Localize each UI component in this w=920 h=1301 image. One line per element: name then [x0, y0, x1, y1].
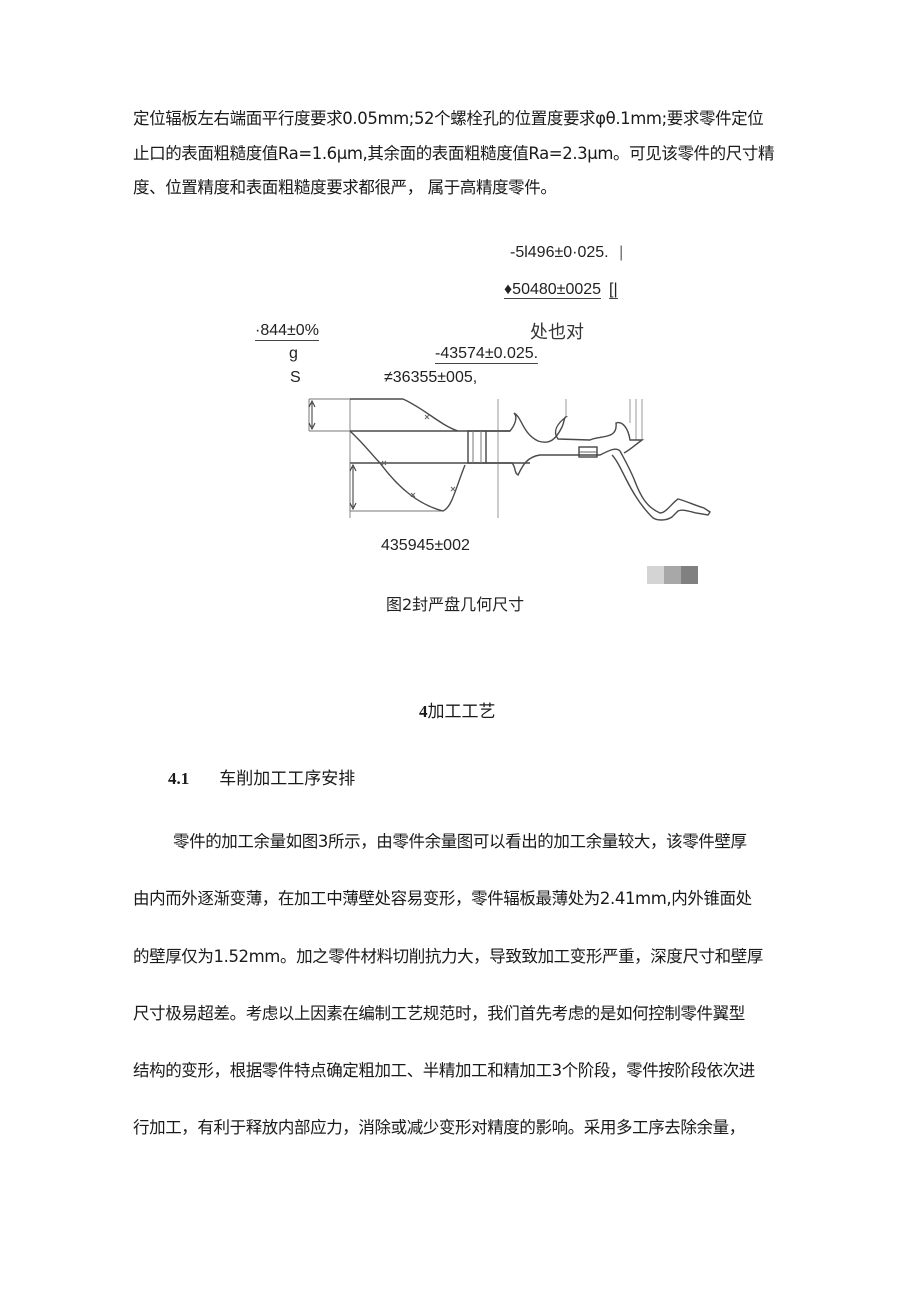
- section-title: 加工工艺: [427, 702, 496, 722]
- section-heading: 4加工工艺: [419, 697, 496, 722]
- text-line: 由内而外逐渐变薄，在加工中薄壁处容易变形，零件辐板最薄处为2.41mm,内外锥面…: [133, 889, 752, 908]
- dimension-label: ≠36355±005,: [384, 369, 478, 386]
- figure-annotation: S: [290, 369, 301, 386]
- text-line: 度、位置精度和表面粗糙度要求都很严， 属于高精度零件。: [133, 178, 557, 197]
- text-line: 定位辐板左右端面平行度要求0.05mm;52个螺栓孔的位置度要求φθ.1mm;要…: [133, 109, 764, 128]
- dimension-label: 435945±002: [381, 537, 470, 554]
- dimension-label: -43574±0.025.: [435, 345, 539, 364]
- text-line: 零件的加工余量如图3所示，由零件余量图可以看出的加工余量较大，该零件壁厚: [173, 832, 747, 851]
- dimension-label: ·844±0%: [255, 322, 319, 341]
- subsection-title: 车削加工工序安排: [219, 769, 356, 789]
- text-line: 尺寸极易超差。考虑以上因素在编制工艺规范时，我们首先考虑的是如何控制零件翼型: [133, 1004, 745, 1023]
- figure-annotation: g: [289, 345, 298, 362]
- text-line: 结构的变形，根据零件特点确定粗加工、半精加工和精加工3个阶段，零件按阶段依次进: [133, 1061, 755, 1080]
- seal-disc-cross-section-drawing: [308, 398, 711, 521]
- dimension-label: ♦50480±0025[|: [504, 281, 618, 299]
- text-line: 的壁厚仅为1.52mm。加之零件材料切削抗力大，导致致加工变形严重，深度尺寸和壁…: [133, 947, 763, 966]
- swatch-mid: [664, 566, 681, 584]
- section-number: 4: [419, 702, 428, 721]
- figure-caption: 图2封严盘几何尺寸: [386, 595, 525, 614]
- text-line: 止口的表面粗糙度值Ra=1.6μm,其余面的表面粗糙度值Ra=2.3μm。可见该…: [133, 144, 775, 163]
- text-line: 行加工，有利于释放内部应力，消除或减少变形对精度的影响。采用多工序去除余量，: [133, 1118, 745, 1137]
- subsection-number: 4.1: [168, 769, 190, 788]
- subsection-heading: 4.1 车削加工工序安排: [168, 764, 355, 789]
- swatch-light: [647, 566, 664, 584]
- figure-annotation: 处也对: [530, 322, 584, 343]
- grey-scale-swatch: [647, 566, 698, 584]
- swatch-dark: [681, 566, 698, 584]
- dimension-label: -5l496±0·025. |: [510, 244, 624, 261]
